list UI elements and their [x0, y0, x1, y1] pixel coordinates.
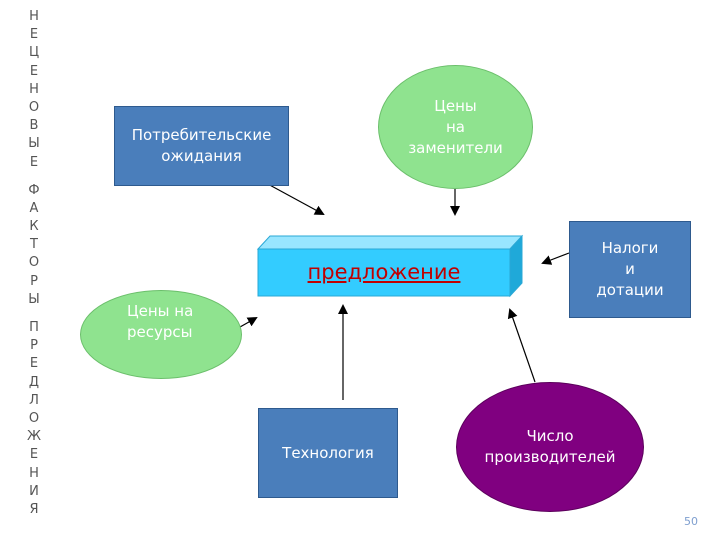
vertical-title-letter: А [29, 200, 39, 216]
vertical-title-letter: Д [28, 374, 40, 390]
vertical-title-letter: Л [29, 392, 39, 408]
center-box-top [256, 235, 524, 250]
resource-prices-label: Цены на ресурсы [127, 301, 194, 341]
technology-box: Технология [258, 408, 398, 498]
vertical-title-letter: Ц [28, 45, 40, 61]
taxes-subsidies-label: Налоги и дотации [596, 239, 664, 299]
vertical-title-letter: О [28, 255, 40, 271]
vertical-title-letter: Е [29, 154, 39, 170]
number-of-producers-label: Число производителей [484, 427, 616, 466]
vertical-title-letter: И [29, 483, 39, 499]
arrow-producers [507, 308, 536, 383]
vertical-title-letter: Н [29, 9, 39, 24]
arrow-expectations [265, 182, 325, 215]
vertical-title-letter: Я [29, 501, 39, 517]
vertical-title-letter: Ы [28, 291, 40, 307]
taxes-subsidies-box: Налоги и дотации [569, 221, 691, 318]
vertical-title-letter: К [29, 219, 39, 235]
resource-prices-ellipse: Цены на ресурсы [80, 290, 242, 379]
supply-label: предложение [307, 260, 461, 284]
vertical-title-letter: Н [29, 81, 39, 97]
arrow-resources [239, 317, 258, 328]
consumer-expectations-label: Потребительские ожидания [131, 126, 272, 165]
center-box [256, 234, 524, 298]
substitute-prices-label: Цены на заменители [408, 96, 503, 157]
vertical-title-letter: Е [29, 447, 39, 463]
vertical-title-letter: Н [29, 465, 39, 481]
vertical-title-letter: Е [29, 63, 39, 79]
arrow-taxes [541, 252, 570, 265]
vertical-title-letter: Р [30, 338, 38, 354]
vertical-title-letter: Ж [26, 429, 41, 445]
vertical-title-letter: Е [29, 356, 39, 372]
vertical-title-letter: П [29, 320, 39, 335]
vertical-title-letter: О [28, 410, 40, 426]
number-of-producers-ellipse: Число производителей [456, 382, 644, 512]
vertical-title-letter: В [29, 118, 39, 134]
vertical-title-letter: Т [30, 237, 38, 253]
vertical-title-letter: Ф [28, 182, 40, 198]
technology-label: Технология [282, 443, 374, 462]
page-number: 50 [684, 515, 698, 528]
center-box-front [257, 248, 511, 297]
consumer-expectations-box: Потребительские ожидания [114, 106, 289, 186]
vertical-title-letter: Ы [28, 136, 40, 152]
substitute-prices-ellipse: Цены на заменители [378, 65, 533, 189]
vertical-title-letter: Р [30, 273, 38, 289]
vertical-title-letter: О [28, 99, 40, 115]
center-label-box: предложение [258, 249, 510, 296]
vertical-title-letter: Е [29, 27, 39, 43]
